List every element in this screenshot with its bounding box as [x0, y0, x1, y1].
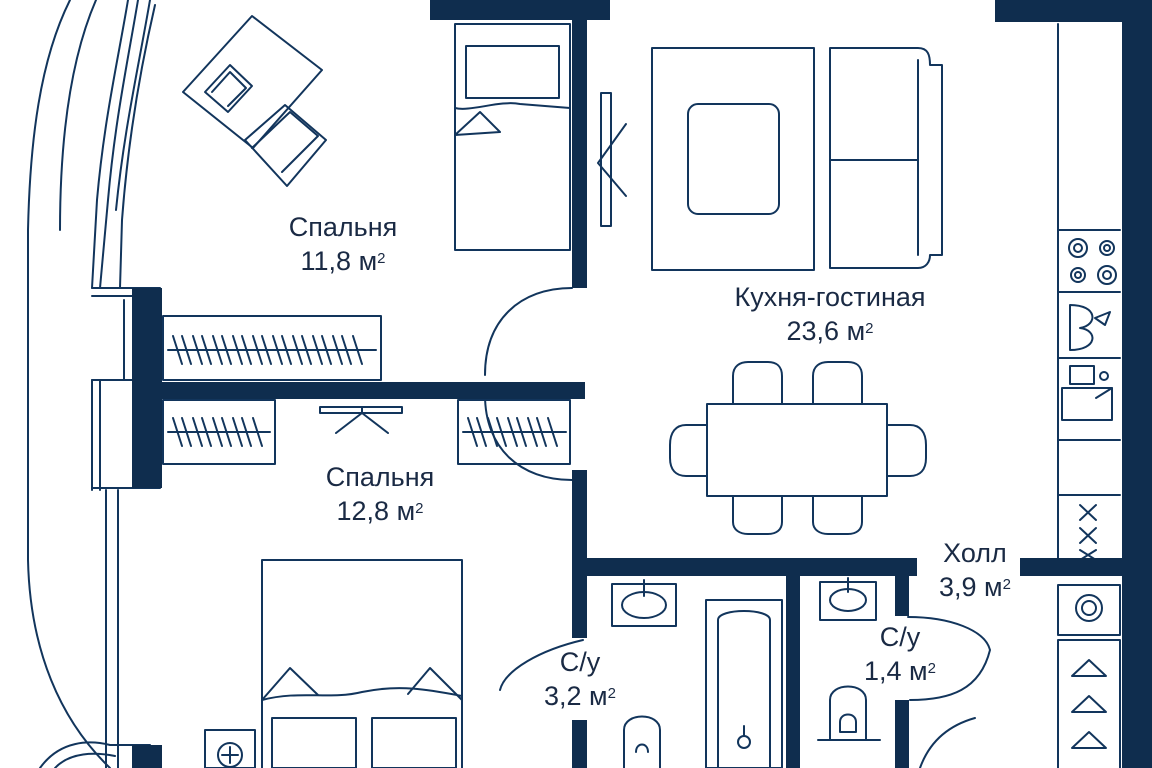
room-area: 23,6 м2 [786, 316, 874, 346]
room-name: Спальня [288, 212, 398, 242]
dishwasher-icon [1069, 304, 1111, 351]
wardrobe-icon [162, 315, 382, 381]
walls [132, 0, 1152, 768]
room-name: Спальня [325, 462, 435, 492]
room-label-bedroom-2: Спальня 12,8 м2 [295, 460, 465, 528]
kitchen-counter [1057, 23, 1121, 561]
dining-table-icon [706, 403, 888, 497]
desk-icon [182, 15, 327, 187]
room-label-bathroom-2: С/у 1,4 м2 [840, 620, 960, 688]
toilet-icon [623, 715, 661, 768]
room-label-bathroom-1: С/у 3,2 м2 [520, 645, 640, 713]
door-swing [484, 92, 991, 768]
tv-stand-icon [319, 406, 403, 434]
wardrobe-icon [457, 399, 571, 465]
room-label-kitchen-living: Кухня-гостиная 23,6 м2 [690, 280, 970, 348]
chair-icon [669, 361, 927, 535]
room-label-bedroom-1: Спальня 11,8 м2 [258, 210, 428, 278]
room-area: 11,8 м2 [300, 246, 386, 276]
rug-icon [651, 47, 815, 271]
bed-icon [261, 559, 463, 768]
bed-icon [454, 23, 571, 251]
sofa-icon [829, 47, 943, 269]
bathtub-icon [705, 599, 783, 768]
wardrobe-icon [162, 399, 276, 465]
room-area: 3,9 м2 [939, 572, 1011, 602]
stove-icon [1068, 238, 1117, 285]
room-name: Кухня-гостиная [734, 282, 926, 312]
oven-icon [1079, 504, 1097, 561]
hanger-icon [1057, 639, 1121, 768]
room-label-hall: Холл 3,9 м2 [920, 536, 1030, 604]
toilet-icon [817, 685, 881, 741]
room-name: С/у [559, 647, 601, 677]
sink-icon [1061, 365, 1113, 421]
sink-icon [819, 577, 877, 621]
nightstand-icon [204, 729, 256, 768]
room-name: Холл [943, 538, 1007, 568]
room-name: С/у [879, 622, 921, 652]
room-area: 3,2 м2 [544, 681, 616, 711]
laptop-icon [204, 64, 253, 113]
room-area: 1,4 м2 [864, 656, 936, 686]
room-area: 12,8 м2 [336, 496, 424, 526]
sink-icon [611, 579, 677, 627]
washing-machine-icon [1057, 584, 1121, 636]
